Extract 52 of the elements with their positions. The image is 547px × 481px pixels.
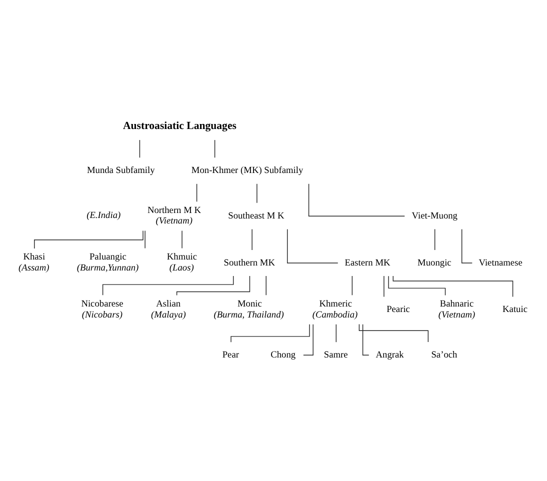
connector bbox=[336, 324, 337, 342]
node-text: Nicobarese bbox=[81, 298, 124, 309]
node-text: Khmuic bbox=[166, 252, 198, 262]
node-text: Paluangic bbox=[89, 252, 126, 262]
connector bbox=[230, 324, 310, 342]
node-label: (Laos) bbox=[169, 262, 194, 273]
node-label: (Vietnam) bbox=[156, 216, 192, 226]
node-text: Southern MK bbox=[224, 258, 276, 268]
node-text: Pear bbox=[222, 350, 240, 360]
node-text: Angrak bbox=[376, 350, 404, 360]
connector bbox=[144, 230, 146, 248]
node-text: Khmeric bbox=[319, 298, 352, 309]
connector bbox=[392, 275, 514, 297]
connector bbox=[303, 324, 314, 356]
node-text: Monic bbox=[237, 298, 262, 309]
node-text: Munda Subfamily bbox=[86, 166, 155, 176]
node-label: (Burma, Thailand) bbox=[214, 310, 284, 320]
connector bbox=[461, 228, 472, 263]
connector bbox=[34, 230, 144, 248]
connector bbox=[434, 228, 436, 250]
node-text: Katuic bbox=[502, 304, 528, 315]
node-text: Mon-Khmer (MK) Subfamily bbox=[191, 166, 304, 176]
node-text: Khasi bbox=[23, 252, 46, 262]
node-label: (Cambodia) bbox=[312, 310, 358, 320]
node-text: Pearic bbox=[386, 304, 410, 315]
node-label: (Malaya) bbox=[151, 310, 186, 320]
connector bbox=[352, 275, 353, 296]
node-text: Aslian bbox=[156, 298, 181, 309]
node-text: Bahnaric bbox=[440, 298, 474, 309]
connector bbox=[388, 275, 446, 296]
node-text: Muongic bbox=[418, 258, 452, 268]
node-text: Samre bbox=[324, 350, 348, 360]
node-label: (Nicobars) bbox=[82, 310, 122, 320]
node-label: (Burma,Yunnan) bbox=[76, 262, 139, 273]
connector bbox=[196, 183, 198, 202]
node-label: (Assam) bbox=[18, 262, 50, 273]
label: (E.India) bbox=[86, 210, 121, 220]
node-text: Eastern MK bbox=[344, 258, 390, 268]
node-text: Vietnamese bbox=[478, 258, 522, 268]
connector bbox=[256, 183, 258, 203]
node-text: Southeast M K bbox=[228, 211, 284, 222]
node-text: Sa’och bbox=[431, 350, 458, 360]
node-text: Austroasiatic Languages bbox=[122, 120, 236, 132]
node-text: Chong bbox=[270, 350, 296, 360]
connector bbox=[139, 139, 140, 158]
connector bbox=[287, 228, 338, 263]
connector bbox=[308, 183, 405, 216]
node-text: Northern M K bbox=[147, 205, 202, 216]
node-text: Viet-Muong bbox=[412, 211, 458, 222]
connector bbox=[214, 139, 216, 158]
connector bbox=[176, 275, 250, 296]
node-label: (Vietnam) bbox=[438, 310, 476, 320]
